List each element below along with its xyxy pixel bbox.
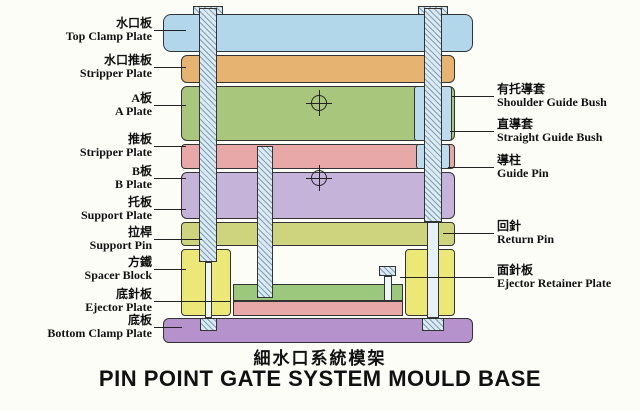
label-support-pin: 拉桿 Support Pin [0,226,152,252]
return-pin-shaft [427,222,439,318]
leader-shoulder-guide-bush [452,96,494,97]
label-upper-stripper-plate-cn: 水口推板 [103,53,152,67]
upper-stripper-plate-shape [181,55,455,83]
label-shoulder-guide-bush: 有托導套 Shoulder Guide Bush [497,83,607,109]
label-spacer-block-en: Spacer Block [84,268,152,282]
leader-guide-pin [448,167,494,168]
center-guide-pin [257,146,273,298]
support-plate-shape [181,222,455,246]
label-bottom-clamp-plate-en: Bottom Clamp Plate [47,326,152,340]
ejector-plate-shape [233,301,403,316]
label-guide-pin: 導柱 Guide Pin [497,154,549,180]
support-pin-bolt-head [200,318,217,331]
label-support-plate: 托板 Support Plate [0,196,152,222]
diagram-title-english: PIN POINT GATE SYSTEM MOULD BASE [98,366,542,391]
label-ejector-plate-en: Ejector Plate [85,300,152,314]
alignment-mark-a-plate [306,90,332,116]
label-straight-guide-bush: 直導套 Straight Guide Bush [497,118,602,144]
leader-ejector-plate [154,301,230,302]
label-return-pin-en: Return Pin [497,232,554,246]
label-bottom-clamp-plate-cn: 底板 [127,313,152,327]
leader-spacer-block [154,269,186,270]
leader-b-plate [154,178,186,179]
label-ejector-retainer-plate: 面針板 Ejector Retainer Plate [497,264,611,290]
label-top-clamp-plate-en: Top Clamp Plate [65,29,152,43]
leader-ejector-retainer-plate [400,277,494,278]
label-bottom-clamp-plate: 底板 Bottom Clamp Plate [0,314,152,340]
label-ejector-plate: 底針板 Ejector Plate [0,288,152,314]
ejector-retainer-plate-shape [233,284,403,301]
label-support-pin-cn: 拉桿 [127,225,152,239]
label-return-pin-cn: 回針 [497,219,522,233]
leader-straight-guide-bush [450,131,494,132]
leader-top-clamp-plate [154,30,186,31]
label-a-plate-en: A Plate [115,104,152,118]
support-pin-shaft [199,8,217,262]
label-lower-stripper-plate-en: Stripper Plate [79,145,152,159]
label-straight-guide-bush-cn: 直導套 [497,117,534,131]
label-top-clamp-plate: 水口板 Top Clamp Plate [0,17,152,43]
ejector-bolt-shaft [384,276,392,301]
label-guide-pin-en: Guide Pin [497,166,549,180]
label-support-plate-cn: 托板 [127,195,152,209]
label-ejector-plate-cn: 底針板 [115,287,152,301]
label-a-plate-cn: A板 [131,91,152,105]
label-ejector-retainer-plate-en: Ejector Retainer Plate [497,276,612,290]
leader-a-plate [154,105,186,106]
leader-return-pin [443,233,494,234]
ejector-bolt-head [379,266,396,276]
label-ejector-retainer-plate-cn: 面針板 [497,263,534,277]
label-b-plate-cn: B板 [131,164,152,178]
label-return-pin: 回針 Return Pin [497,220,554,246]
leader-bottom-clamp-plate [154,327,182,328]
guide-pin-shaft [424,8,442,222]
leader-support-pin [154,239,202,240]
label-b-plate: B板 B Plate [0,165,152,191]
label-guide-pin-cn: 導柱 [497,153,522,167]
label-upper-stripper-plate-en: Stripper Plate [79,66,152,80]
leader-upper-stripper-plate [154,67,186,68]
lower-stripper-plate-shape [181,144,455,169]
label-a-plate: A板 A Plate [0,92,152,118]
alignment-mark-b-plate [306,165,332,191]
label-lower-stripper-plate: 推板 Stripper Plate [0,133,152,159]
return-pin-head [422,318,444,331]
leader-support-plate [154,209,186,210]
leader-lower-stripper-plate [154,146,186,147]
label-top-clamp-plate-cn: 水口板 [115,16,152,30]
diagram-title-chinese: 細水口系統模架 [253,349,387,368]
label-shoulder-guide-bush-en: Shoulder Guide Bush [497,95,607,109]
label-straight-guide-bush-en: Straight Guide Bush [497,130,603,144]
support-pin-bolt-shaft [205,262,212,318]
alignment-cross-vertical [319,165,320,191]
label-b-plate-en: B Plate [115,177,152,191]
label-support-pin-en: Support Pin [89,238,152,252]
label-spacer-block-cn: 方鐵 [127,255,152,269]
label-shoulder-guide-bush-cn: 有托導套 [497,82,546,96]
label-spacer-block: 方鐵 Spacer Block [0,256,152,282]
label-upper-stripper-plate: 水口推板 Stripper Plate [0,54,152,80]
alignment-cross-vertical [319,90,320,116]
label-support-plate-en: Support Plate [80,208,152,222]
label-lower-stripper-plate-cn: 推板 [127,132,152,146]
